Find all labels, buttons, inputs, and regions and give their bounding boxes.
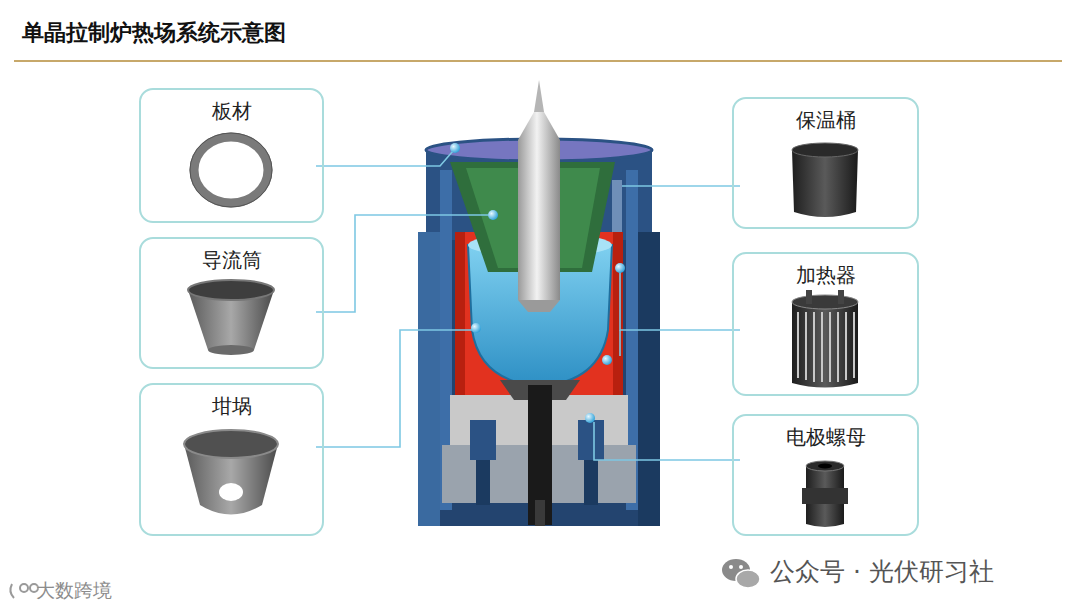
part-box: 坩埚 — [139, 383, 324, 536]
watermark: 大数跨境 — [36, 578, 112, 604]
part-name: 导流筒 — [141, 247, 322, 274]
part-box: 板材 — [139, 88, 324, 223]
part-name: 电极螺母 — [734, 424, 917, 451]
part-name: 加热器 — [734, 262, 917, 289]
part-box: 保温桶 — [732, 97, 919, 229]
diagram-title: 单晶拉制炉热场系统示意图 — [22, 18, 286, 48]
watermark: 公众号 · 光伏研习社 — [770, 555, 994, 588]
part-box: 加热器 — [732, 252, 919, 396]
part-name: 板材 — [141, 98, 322, 125]
part-box: 电极螺母 — [732, 414, 919, 536]
part-box: 导流筒 — [139, 237, 324, 369]
part-name: 坩埚 — [141, 393, 322, 420]
part-name: 保温桶 — [734, 107, 917, 134]
